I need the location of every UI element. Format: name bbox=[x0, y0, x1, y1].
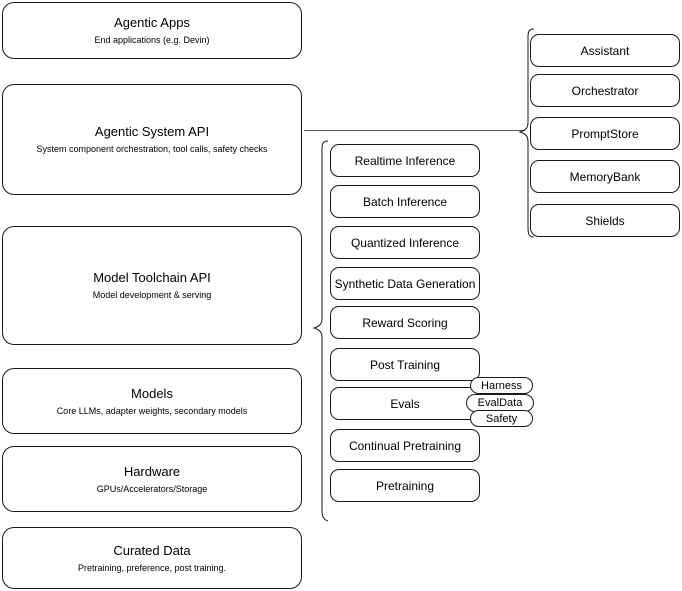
layer-model-toolchain-api[interactable]: Model Toolchain API Model development & … bbox=[2, 226, 302, 345]
component-label: Quantized Inference bbox=[350, 235, 460, 250]
layer-subtitle: System component orchestration, tool cal… bbox=[36, 144, 268, 154]
component-label: MemoryBank bbox=[569, 169, 641, 184]
component-label: Synthetic Data Generation bbox=[334, 276, 476, 291]
layer-title: Curated Data bbox=[113, 542, 191, 558]
layer-title: Agentic Apps bbox=[114, 15, 190, 30]
component-promptstore[interactable]: PromptStore bbox=[530, 117, 680, 150]
layer-title: Hardware bbox=[123, 463, 181, 479]
component-label: Shields bbox=[585, 213, 625, 228]
component-pretraining[interactable]: Pretraining bbox=[330, 469, 480, 502]
component-label: Orchestrator bbox=[571, 83, 639, 98]
component-shields[interactable]: Shields bbox=[530, 204, 680, 237]
component-realtime-inference[interactable]: Realtime Inference bbox=[330, 144, 480, 177]
layer-subtitle: Pretraining, preference, post training. bbox=[77, 562, 227, 573]
component-label: Batch Inference bbox=[362, 194, 448, 209]
layer-hardware[interactable]: Hardware GPUs/Accelerators/Storage bbox=[2, 446, 302, 512]
component-label: Post Training bbox=[369, 357, 441, 372]
system-components-brace bbox=[518, 28, 535, 238]
badge-label: Safety bbox=[485, 412, 518, 425]
component-label: Evals bbox=[390, 396, 420, 411]
component-post-training[interactable]: Post Training bbox=[330, 348, 480, 381]
component-synthetic-data-generation[interactable]: Synthetic Data Generation bbox=[330, 267, 480, 300]
badge-safety[interactable]: Safety bbox=[470, 410, 533, 427]
layer-subtitle: End applications (e.g. Devin) bbox=[94, 35, 210, 45]
component-assistant[interactable]: Assistant bbox=[530, 34, 680, 67]
component-label: Assistant bbox=[580, 43, 630, 58]
layer-models[interactable]: Models Core LLMs, adapter weights, secon… bbox=[2, 368, 302, 434]
layer-title: Model Toolchain API bbox=[93, 270, 211, 285]
component-label: Realtime Inference bbox=[354, 153, 456, 168]
component-continual-pretraining[interactable]: Continual Pretraining bbox=[330, 429, 480, 462]
component-label: Reward Scoring bbox=[362, 315, 448, 330]
component-orchestrator[interactable]: Orchestrator bbox=[530, 74, 680, 107]
component-memorybank[interactable]: MemoryBank bbox=[530, 160, 680, 193]
component-label: PromptStore bbox=[571, 126, 639, 141]
layer-agentic-system-api[interactable]: Agentic System API System component orch… bbox=[2, 84, 302, 195]
component-label: Pretraining bbox=[375, 478, 435, 493]
layer-title: Agentic System API bbox=[94, 124, 210, 139]
badge-label: Harness bbox=[481, 379, 522, 392]
layer-curated-data[interactable]: Curated Data Pretraining, preference, po… bbox=[2, 527, 302, 589]
layer-subtitle: GPUs/Accelerators/Storage bbox=[96, 483, 208, 494]
badge-harness[interactable]: Harness bbox=[470, 377, 533, 394]
component-quantized-inference[interactable]: Quantized Inference bbox=[330, 226, 480, 259]
connector-agentic-system-api-to-components bbox=[304, 130, 525, 131]
badge-label: EvalData bbox=[477, 397, 523, 409]
toolchain-brace bbox=[312, 140, 329, 522]
component-label: Continual Pretraining bbox=[348, 438, 462, 453]
component-reward-scoring[interactable]: Reward Scoring bbox=[330, 306, 480, 339]
layer-subtitle: Model development & serving bbox=[92, 290, 212, 300]
layer-agentic-apps[interactable]: Agentic Apps End applications (e.g. Devi… bbox=[2, 2, 302, 59]
layer-title: Models bbox=[131, 385, 173, 401]
component-batch-inference[interactable]: Batch Inference bbox=[330, 185, 480, 218]
layer-subtitle: Core LLMs, adapter weights, secondary mo… bbox=[56, 405, 248, 416]
component-evals[interactable]: Evals bbox=[330, 387, 480, 420]
